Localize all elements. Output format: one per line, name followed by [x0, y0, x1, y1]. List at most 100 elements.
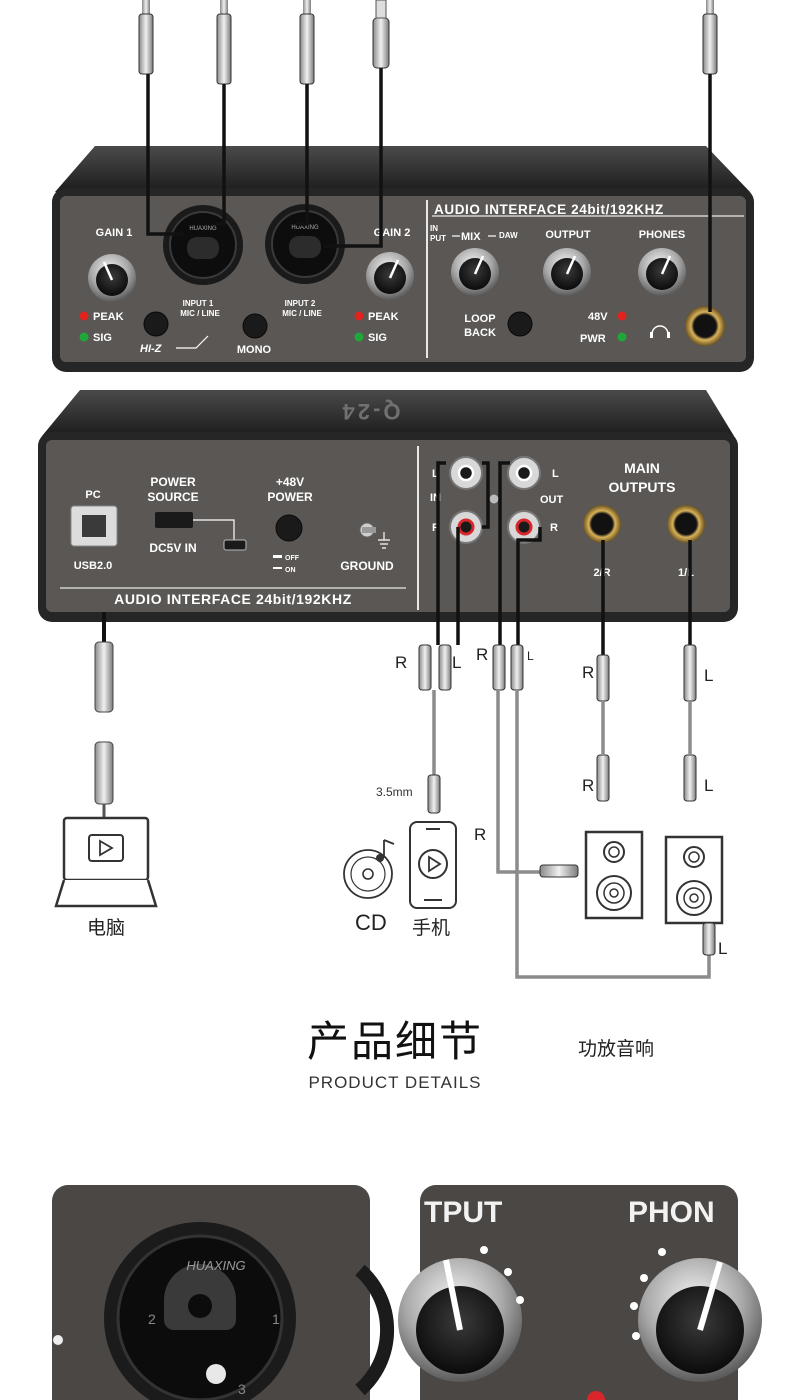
plug-jack-2 — [216, 0, 232, 85]
loop-label-2: BACK — [464, 327, 496, 339]
screw-icon — [488, 493, 500, 505]
gain1-label: GAIN 1 — [96, 227, 133, 239]
pc-label: PC — [85, 489, 100, 501]
phones-jack[interactable] — [685, 306, 725, 346]
rca-plugs — [418, 644, 524, 691]
rca-out-l-label: L — [552, 468, 559, 480]
section-heading: 产品细节 PRODUCT DETAILS — [0, 1008, 790, 1093]
main-out-2r-jack[interactable] — [583, 505, 621, 543]
48v-power-label-2: POWER — [267, 490, 313, 504]
detail-tput: TPUT — [424, 1196, 502, 1229]
power-source-label-1: POWER — [150, 475, 196, 489]
back-device: Q-24 PC USB2.0 POWER SOURCE DC5V IN +48V… — [38, 390, 738, 622]
48v-power-button[interactable] — [275, 514, 303, 542]
gain2-knob[interactable] — [366, 252, 414, 300]
speaker-l-plug-label: L — [704, 776, 713, 795]
rca-in-l-label: L — [432, 468, 439, 480]
mono-label: MONO — [237, 344, 272, 356]
phone-label: 手机 — [412, 917, 450, 939]
plug-jack-1 — [138, 0, 154, 75]
power-source-switch[interactable] — [155, 512, 193, 528]
sig-led-2 — [354, 332, 364, 342]
input2-label-1: INPUT 2 — [285, 299, 316, 308]
pwr-led — [617, 332, 627, 342]
front-device: GAIN 1 GAIN 2 HUAXING HUAXING PEAK SIG — [52, 146, 754, 372]
micro-usb-port[interactable] — [223, 539, 247, 551]
daw-label: DAW — [499, 231, 518, 240]
main-outputs-label-2: OUTPUTS — [609, 479, 676, 495]
3.5mm-label: 3.5mm — [376, 785, 413, 799]
main-r-plug-label: R — [582, 663, 594, 682]
pwr-label: PWR — [580, 333, 606, 345]
on-label: ON — [285, 567, 296, 574]
front-cables — [146, 68, 712, 312]
main-out-1l-jack[interactable] — [667, 505, 705, 543]
speaker-r-plug-label: R — [582, 776, 594, 795]
laptop-icon — [54, 816, 158, 908]
xlr1-brand: HUAXING — [189, 226, 217, 232]
input1-label-2: MIC / LINE — [180, 309, 220, 318]
sig-led-1 — [79, 332, 89, 342]
dc5v-label: DC5V IN — [149, 541, 196, 555]
power-source-label-2: SOURCE — [147, 490, 198, 504]
gain1-knob[interactable] — [88, 254, 136, 302]
top-logo: Q-24 — [340, 399, 401, 424]
section-title-zh: 产品细节 — [306, 1017, 483, 1066]
amp-speaker-label: 功放音响 — [578, 1038, 655, 1060]
rca-in-r-label: R — [432, 522, 440, 534]
cd-label: CD — [355, 910, 387, 935]
section-title-en: PRODUCT DETAILS — [308, 1073, 482, 1092]
loopback-button[interactable] — [507, 311, 533, 337]
phones-knob[interactable] — [638, 248, 686, 296]
headphone-icon — [651, 325, 669, 335]
speaker-left — [664, 835, 724, 925]
phones-label: PHONES — [639, 229, 685, 241]
output-knob[interactable] — [543, 248, 591, 296]
speaker-left-plug — [702, 922, 716, 956]
speaker-left-plug-label: L — [718, 939, 727, 958]
gray-cables — [432, 690, 711, 979]
output-label: OUTPUT — [545, 229, 591, 241]
ground-terminal[interactable] — [359, 522, 390, 549]
detail-brand: HUAXING — [186, 1258, 245, 1273]
hiz-label: HI-Z — [140, 343, 163, 355]
main-out-plugs — [596, 644, 697, 802]
ground-label: GROUND — [340, 559, 394, 573]
peak-label-2: PEAK — [368, 311, 399, 323]
detail-xlr-photo: HUAXING 2 1 3 — [52, 1185, 395, 1400]
usb-label: USB2.0 — [74, 560, 113, 572]
mix-knob[interactable] — [451, 248, 499, 296]
rca-out-l-plug-label: L — [527, 649, 534, 663]
detail-knobs-photo: TPUT PHON — [398, 1185, 762, 1400]
rca-in-r-plug-label: R — [395, 653, 407, 672]
rca-in-l-plug-label: L — [452, 653, 461, 672]
peak-label-1: PEAK — [93, 311, 124, 323]
xlr-input-2[interactable]: HUAXING — [265, 204, 345, 284]
back-cables — [436, 461, 692, 655]
plug-xlr — [372, 0, 390, 69]
main-l-plug-label: L — [704, 666, 713, 685]
out1-label: 1/L — [678, 567, 694, 579]
input1-label-1: INPUT 1 — [183, 299, 214, 308]
top-plugs — [138, 0, 718, 85]
in-label: IN — [430, 224, 438, 233]
sig-label-1: SIG — [93, 332, 112, 344]
48v-label: 48V — [588, 311, 608, 323]
main-outputs-label-1: MAIN — [624, 460, 660, 476]
rca-out-r-label: R — [550, 522, 558, 534]
gain2-label: GAIN 2 — [374, 227, 411, 239]
rca-out-label: OUT — [540, 494, 564, 506]
input2-label-2: MIC / LINE — [282, 309, 322, 318]
cable-r-label: R — [474, 825, 486, 844]
hiz-button[interactable] — [143, 311, 169, 337]
plug-jack-phones — [702, 0, 718, 75]
mono-button[interactable] — [242, 313, 268, 339]
loop-label-1: LOOP — [464, 313, 495, 325]
sig-label-2: SIG — [368, 332, 387, 344]
rca-in-label: IN — [430, 492, 441, 504]
xlr-input-1[interactable]: HUAXING — [163, 205, 243, 285]
front-title: AUDIO INTERFACE 24bit/192KHZ — [434, 202, 664, 217]
detail-phon: PHON — [628, 1196, 715, 1229]
detail-pin3: 3 — [238, 1381, 246, 1397]
speaker-side-plug — [539, 864, 579, 878]
